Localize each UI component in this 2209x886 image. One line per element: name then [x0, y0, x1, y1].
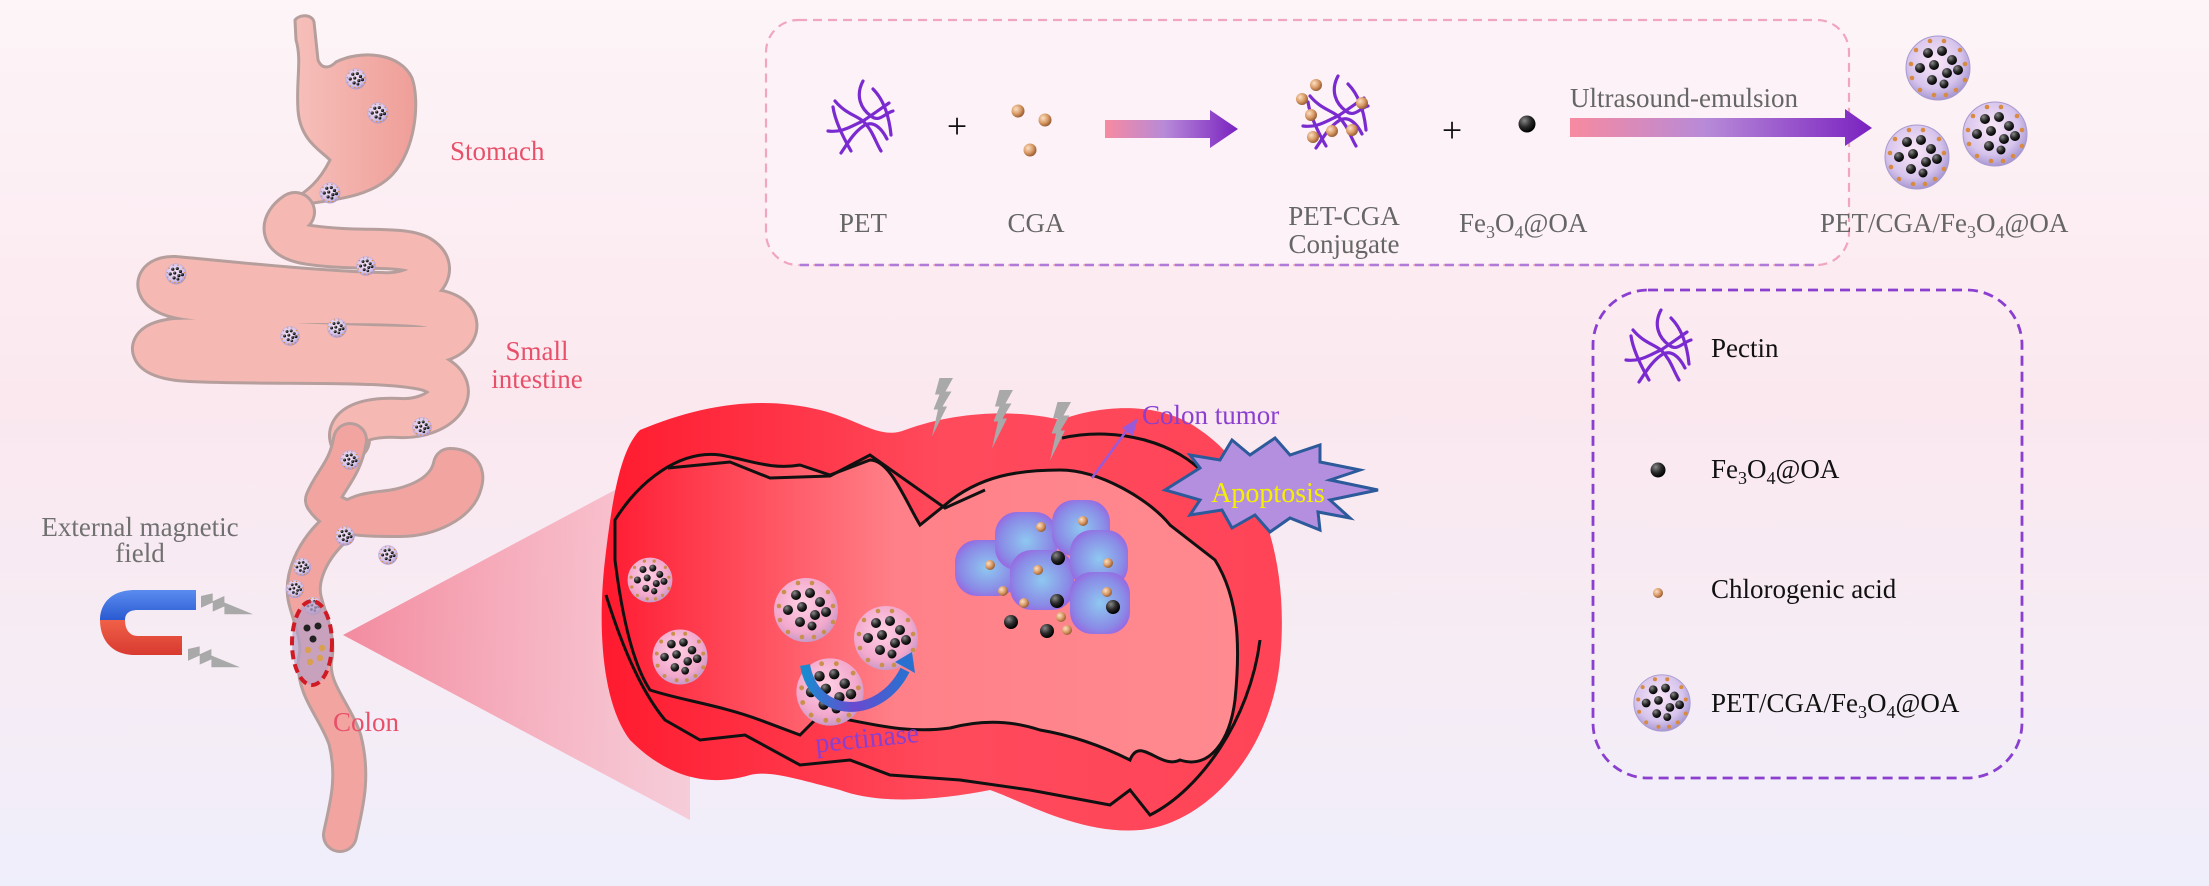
colon-nanoparticle-3 — [774, 578, 838, 642]
conjugate-label-line1: PET-CGA — [1288, 201, 1400, 231]
colon-tumor-pointer — [1090, 425, 1132, 479]
pet-cga-conjugate-icon — [1296, 74, 1370, 150]
colon-cross-section: pectinase Colon tumor Apoptosis — [601, 378, 1379, 831]
legend-box-border — [1591, 288, 2024, 780]
legend-nanoparticle-label: PET/CGA/Fe3O4@OA — [1711, 688, 1960, 722]
small-intestine-label-line2: intestine — [491, 364, 582, 394]
magnet-south-pole — [100, 620, 182, 655]
small-intestine-shape — [134, 194, 476, 458]
synthesis-scheme-panel: PET + CGA PET-CGA Conjugate + F — [764, 18, 2069, 267]
product-nanoparticle-2 — [1884, 124, 1950, 190]
released-particles-in-target — [303, 622, 326, 666]
colon-fold-line — [667, 453, 986, 510]
plus-sign-2: + — [1442, 110, 1462, 150]
stomach-label: Stomach — [450, 136, 545, 166]
legend-fe3o4-label: Fe3O4@OA — [1711, 454, 1840, 488]
colon-nanoparticle-2 — [652, 629, 708, 685]
ultrasound-emulsion-label: Ultrasound-emulsion — [1570, 83, 1798, 113]
plus-sign-1: + — [947, 106, 967, 146]
colon-tract-shape — [288, 425, 482, 850]
magnet-north-pole — [100, 590, 196, 620]
external-magnet: External magnetic field — [41, 512, 253, 668]
colon-label: Colon — [333, 707, 400, 737]
apoptosis-starburst-icon — [1161, 436, 1379, 534]
magnet-label-line1: External magnetic — [41, 512, 238, 542]
cga-label: CGA — [1007, 208, 1065, 238]
tumor-cell — [1070, 572, 1130, 634]
conjugate-label-line2: Conjugate — [1289, 229, 1400, 259]
colon-nanoparticle-1 — [627, 557, 673, 603]
legend-cga-label: Chlorogenic acid — [1711, 574, 1897, 604]
small-intestine-label-line1: Small — [505, 336, 568, 366]
legend-nanoparticle-icon — [1633, 674, 1691, 732]
magnification-cone — [343, 450, 690, 820]
legend-cga-icon — [1653, 588, 1663, 598]
colon-wall-line — [604, 594, 1262, 817]
magnetic-field-bolt-1 — [201, 593, 253, 615]
product-nanoparticle-1 — [1905, 35, 1971, 101]
legend-pectin-label: Pectin — [1711, 333, 1779, 363]
colon-tumor-pointer-arrowhead-icon — [1122, 418, 1138, 436]
reaction-arrow-1 — [1105, 110, 1238, 148]
fe3o4-particle-icon — [1518, 115, 1536, 133]
product-label: PET/CGA/Fe3O4@OA — [1820, 208, 2069, 242]
pet-label: PET — [839, 208, 888, 238]
legend-fe3o4-icon — [1650, 462, 1666, 478]
colon-tumor-label: Colon tumor — [1142, 400, 1279, 430]
reaction-arrow-2 — [1570, 109, 1872, 146]
magnetic-field-bolt-2 — [188, 646, 240, 668]
cga-beads-icon — [1011, 104, 1052, 157]
legend-panel: Pectin Fe3O4@OA Chlorogenic acid PET/CGA… — [1591, 288, 2024, 780]
stomach-shape — [283, 14, 418, 218]
fe3o4-label: Fe3O4@OA — [1459, 208, 1588, 242]
target-region-ellipse — [290, 599, 334, 687]
tumor-cell-cluster — [955, 500, 1130, 638]
gi-tract-illustration: Stomach Small intestine Colon — [131, 14, 583, 853]
pectinase-curved-arrow — [800, 663, 910, 712]
legend-pectin-icon — [1624, 308, 1693, 384]
pectinase-arrowhead-icon — [895, 652, 915, 673]
colon-top-edge — [1061, 432, 1207, 476]
apoptosis-label: Apoptosis — [1211, 478, 1325, 509]
product-nanoparticle-3 — [1962, 101, 2028, 167]
magnet-label-line2: field — [115, 538, 165, 568]
